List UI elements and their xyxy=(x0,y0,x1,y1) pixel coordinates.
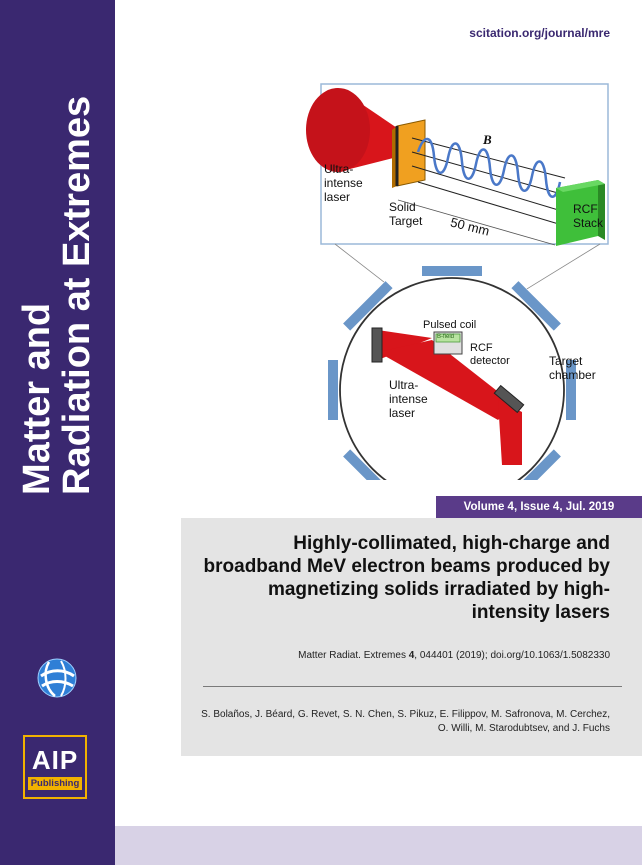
citation-suffix: , 044401 (2019); doi.org/10.1063/1.50823… xyxy=(414,650,610,661)
label-b-field-small: B-field xyxy=(437,334,455,340)
journal-title: Matter and Radiation at Extremes xyxy=(16,75,98,495)
article-title: Highly-collimated, high-charge and broad… xyxy=(203,533,610,623)
label-laser-bottom: Ultra- intense laser xyxy=(389,378,428,420)
bottom-band xyxy=(115,826,642,865)
journal-title-line2: Radiation at Extremes xyxy=(56,95,98,495)
article-box: Highly-collimated, high-charge and broad… xyxy=(181,518,642,756)
label-b-field: B xyxy=(483,132,492,147)
label-target-chamber-text: Target chamber xyxy=(549,354,596,382)
citation-prefix: Matter Radiat. Extremes xyxy=(298,650,409,661)
globe-icon xyxy=(37,658,77,698)
aip-logo-text: AIP xyxy=(31,745,79,775)
journal-title-line1: Matter and xyxy=(16,302,58,495)
citation: Matter Radiat. Extremes 4, 044401 (2019)… xyxy=(298,650,610,661)
aip-publishing-logo: AIP Publishing xyxy=(23,735,87,799)
publishing-logo-text: Publishing xyxy=(28,777,82,790)
cover-figure: Ultra- intense laser Solid Target B 50 m… xyxy=(300,60,620,480)
sidebar: Matter and Radiation at Extremes AIP Pub… xyxy=(0,0,115,865)
label-solid-target: Solid Target xyxy=(389,200,422,228)
citation-volume: 4 xyxy=(408,650,415,661)
label-laser-top-text: Ultra- intense laser xyxy=(324,162,363,204)
label-rcf-detector: RCF detector xyxy=(470,342,510,368)
label-rcf-detector-text: RCF detector xyxy=(470,342,510,367)
journal-url: scitation.org/journal/mre xyxy=(469,26,610,40)
label-target-chamber: Target chamber xyxy=(549,354,596,382)
volume-issue-bar: Volume 4, Issue 4, Jul. 2019 xyxy=(436,496,642,518)
figure-drawing xyxy=(306,83,609,480)
author-list: S. Bolaños, J. Béard, G. Revet, S. N. Ch… xyxy=(201,709,610,734)
label-laser-bottom-text: Ultra- intense laser xyxy=(389,378,428,420)
label-laser-top: Ultra- intense laser xyxy=(324,162,363,204)
label-rcf-stack-text: RCF Stack xyxy=(573,202,604,230)
divider xyxy=(203,686,622,687)
label-rcf-stack: RCF Stack xyxy=(573,202,603,230)
label-pulsed-coil: Pulsed coil xyxy=(423,319,477,331)
label-solid-target-text: Solid Target xyxy=(389,200,423,228)
